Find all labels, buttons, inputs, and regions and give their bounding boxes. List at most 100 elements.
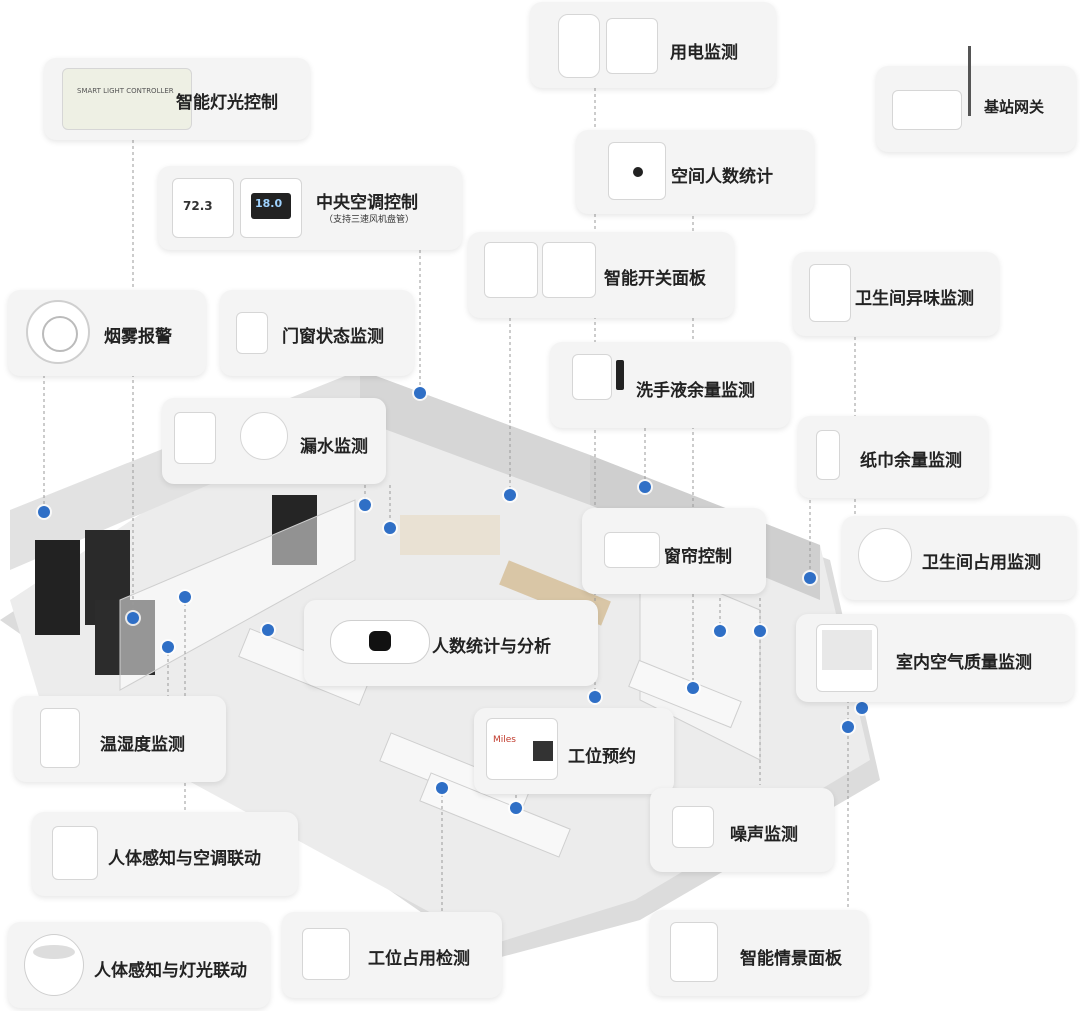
marker bbox=[179, 591, 191, 603]
card-hvac-control: 72.3 18.0 中央空调控制 （支持三速风机盘管） bbox=[158, 166, 462, 250]
presence-sensor-device bbox=[52, 826, 98, 880]
antenna-icon bbox=[968, 46, 971, 116]
marker bbox=[504, 489, 516, 501]
scene-panel-device bbox=[670, 922, 718, 982]
card-hand-soap: 洗手液余量监测 bbox=[550, 342, 790, 428]
card-people-counting-analysis: 人数统计与分析 bbox=[304, 600, 598, 686]
cabinet bbox=[400, 515, 500, 555]
curtain-controller-device bbox=[604, 532, 660, 568]
card-noise-monitoring: 噪声监测 bbox=[650, 788, 834, 872]
label-presence-hvac: 人体感知与空调联动 bbox=[108, 849, 261, 869]
ceiling-presence-sensor-device bbox=[24, 934, 84, 996]
label-people-counting-analysis: 人数统计与分析 bbox=[432, 637, 551, 657]
marker bbox=[162, 641, 174, 653]
desk-row bbox=[628, 659, 742, 729]
leak-sensor-device bbox=[174, 412, 216, 464]
label-noise-monitoring: 噪声监测 bbox=[730, 825, 798, 845]
label-presence-lighting: 人体感知与灯光联动 bbox=[94, 961, 247, 981]
people-counter-device bbox=[608, 142, 666, 200]
glass-partition bbox=[119, 499, 356, 691]
marker bbox=[804, 572, 816, 584]
marker bbox=[510, 802, 522, 814]
leak-sensor-round-device bbox=[240, 412, 288, 460]
thermostat-device-dark: 18.0 bbox=[240, 178, 302, 238]
label-gateway: 基站网关 bbox=[984, 98, 1045, 116]
card-smart-lighting: SMART LIGHT CONTROLLER 智能灯光控制 bbox=[44, 58, 310, 140]
label-indoor-air-quality: 室内空气质量监测 bbox=[896, 653, 1032, 673]
label-desk-booking: 工位预约 bbox=[568, 747, 636, 767]
label-hvac-control: 中央空调控制 bbox=[316, 193, 418, 213]
smart-socket-device bbox=[606, 18, 658, 74]
label-door-window: 门窗状态监测 bbox=[282, 327, 384, 347]
card-temp-humidity: 温湿度监测 bbox=[14, 696, 226, 782]
thermostat-reading: 72.3 bbox=[183, 199, 213, 213]
marker bbox=[384, 522, 396, 534]
marker bbox=[38, 506, 50, 518]
soap-sensor-probe bbox=[616, 360, 624, 390]
marker bbox=[754, 625, 766, 637]
marker bbox=[436, 782, 448, 794]
card-paper-towel: 纸巾余量监测 bbox=[798, 416, 988, 498]
card-curtain-control: 窗帘控制 bbox=[582, 508, 766, 594]
label-smart-switch-panel: 智能开关面板 bbox=[604, 269, 706, 289]
label-desk-occupancy: 工位占用检测 bbox=[368, 949, 470, 969]
server-rack bbox=[35, 540, 80, 635]
booking-display-name: Miles bbox=[493, 735, 516, 745]
card-smoke-alarm: 烟雾报警 bbox=[8, 290, 206, 376]
desk-row bbox=[419, 772, 571, 858]
label-restroom-occupancy: 卫生间占用监测 bbox=[922, 553, 1041, 573]
card-gateway: 基站网关 bbox=[876, 46, 1076, 152]
people-counter-pill-device bbox=[330, 620, 430, 664]
card-restroom-occupancy: 卫生间占用监测 bbox=[842, 516, 1076, 600]
desk-booking-display-device: Miles bbox=[486, 718, 558, 780]
card-water-leak: 漏水监测 bbox=[162, 398, 386, 484]
thermostat-device: 72.3 bbox=[172, 178, 234, 238]
smoke-detector-device bbox=[26, 300, 90, 364]
odor-sensor-device bbox=[809, 264, 851, 322]
card-power-monitoring: 用电监测 bbox=[530, 2, 776, 88]
air-quality-monitor-device bbox=[816, 624, 878, 692]
lighting-controller-device: SMART LIGHT CONTROLLER bbox=[62, 68, 192, 130]
label-smart-lighting: 智能灯光控制 bbox=[176, 93, 278, 113]
marker bbox=[687, 682, 699, 694]
marker bbox=[856, 702, 868, 714]
marker bbox=[842, 721, 854, 733]
temp-humidity-device bbox=[40, 708, 80, 768]
card-people-counting-space: 空间人数统计 bbox=[576, 130, 814, 214]
label-curtain-control: 窗帘控制 bbox=[664, 547, 732, 567]
marker bbox=[589, 691, 601, 703]
marker bbox=[359, 499, 371, 511]
card-smart-switch-panel: 智能开关面板 bbox=[468, 232, 734, 318]
label-smoke-alarm: 烟雾报警 bbox=[104, 327, 172, 347]
gateway-device bbox=[892, 90, 962, 130]
label-water-leak: 漏水监测 bbox=[300, 437, 368, 457]
marker bbox=[127, 612, 139, 624]
smart-plug-device bbox=[558, 14, 600, 78]
marker bbox=[714, 625, 726, 637]
card-restroom-odor: 卫生间异味监测 bbox=[793, 252, 999, 336]
label-paper-towel: 纸巾余量监测 bbox=[860, 451, 962, 471]
label-people-counting-space: 空间人数统计 bbox=[671, 167, 773, 187]
card-presence-hvac: 人体感知与空调联动 bbox=[32, 812, 298, 896]
back-wall-right bbox=[360, 370, 590, 505]
label-hand-soap: 洗手液余量监测 bbox=[636, 381, 755, 401]
door-sensor-device bbox=[236, 312, 268, 354]
switch-panel-device-2 bbox=[542, 242, 596, 298]
switch-panel-device bbox=[484, 242, 538, 298]
marker bbox=[639, 481, 651, 493]
noise-sensor-device bbox=[672, 806, 714, 848]
marker bbox=[262, 624, 274, 636]
card-presence-lighting: 人体感知与灯光联动 bbox=[8, 922, 270, 1008]
label-restroom-odor: 卫生间异味监测 bbox=[855, 289, 974, 309]
towel-sensor-device bbox=[816, 430, 840, 480]
label-hvac-control-sub: （支持三速风机盘管） bbox=[324, 215, 415, 225]
card-door-window: 门窗状态监测 bbox=[220, 290, 414, 376]
card-desk-occupancy: 工位占用检测 bbox=[282, 912, 502, 998]
card-desk-booking: Miles 工位预约 bbox=[474, 708, 674, 794]
thermostat-reading-2: 18.0 bbox=[255, 197, 283, 210]
occupancy-sensor-device bbox=[858, 528, 912, 582]
marker bbox=[414, 387, 426, 399]
card-indoor-air-quality: 室内空气质量监测 bbox=[796, 614, 1074, 702]
label-scene-panel: 智能情景面板 bbox=[740, 949, 842, 969]
